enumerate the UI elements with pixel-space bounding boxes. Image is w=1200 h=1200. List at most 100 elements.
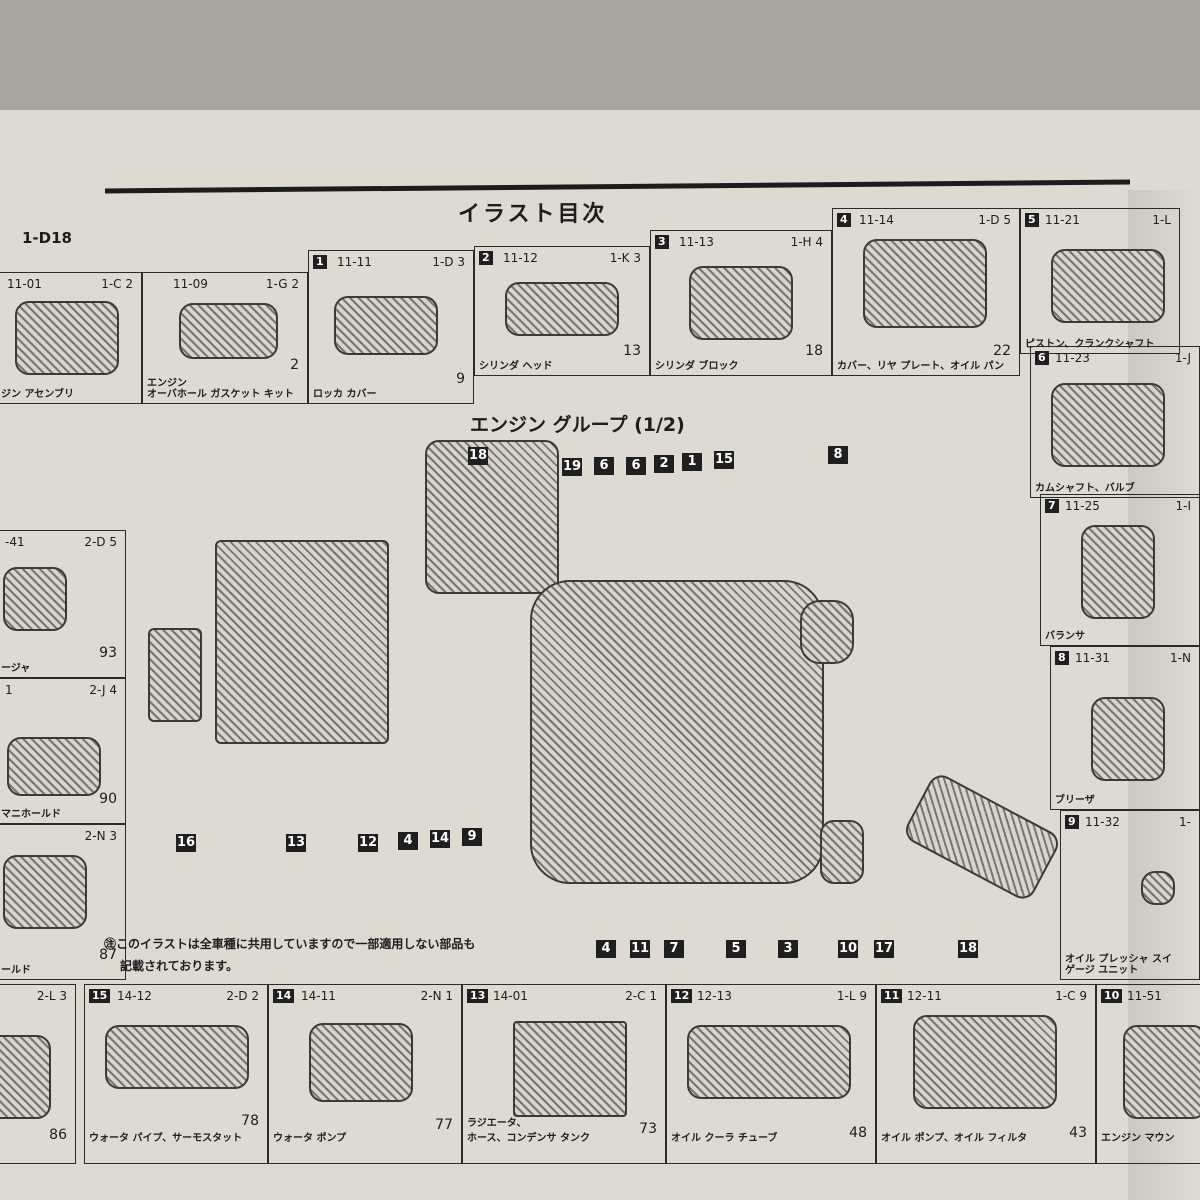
callout-label: 9 <box>462 828 482 846</box>
manifold-illustration <box>425 440 559 594</box>
cell-caption: ールド <box>1 965 31 976</box>
callout-badge: 12 <box>671 989 693 1003</box>
breather-tank-illustration <box>800 600 854 664</box>
index-cell: 3 11-13 1-H 4 18 シリンダ ブロック <box>650 230 832 376</box>
oil-pump-illustration <box>913 1015 1057 1109</box>
grid-ref: 1-H 4 <box>790 235 823 249</box>
grid-ref: 2-N 1 <box>420 989 453 1003</box>
index-cell: 1 11-11 1-D 3 9 ロッカ カバー <box>308 250 474 404</box>
callout-badge: 9 <box>1065 815 1079 829</box>
turbocharger-illustration <box>3 567 67 631</box>
callout-badge: 11 <box>881 989 903 1003</box>
callout-badge: 3 <box>655 235 669 249</box>
callout-badge: 1 <box>313 255 327 269</box>
index-cell: -41 2-D 5 93 ージャ <box>0 530 126 678</box>
engine-mount-illustration <box>820 820 864 884</box>
page-number: 90 <box>99 791 117 807</box>
cylinder-head-illustration <box>505 282 619 336</box>
cell-caption: ウォータ パイプ、サーモスタット <box>89 1133 243 1144</box>
footnote-line: ㊟このイラストは全車種に共用していますので一部適用しない部品も <box>104 937 476 951</box>
index-cell: 2 11-12 1-K 3 13 シリンダ ヘッド <box>474 246 650 376</box>
grid-ref: 1- <box>1179 815 1191 829</box>
section-code: 11-21 <box>1045 213 1080 227</box>
page-number: 78 <box>241 1113 259 1129</box>
page-number: 86 <box>49 1127 67 1143</box>
callout-badge: 8 <box>1055 651 1069 665</box>
cell-caption: シリンダ ヘッド <box>479 361 553 372</box>
cell-caption: オーバホール ガスケット キット <box>147 389 294 400</box>
index-cell: 8 11-31 1-N ブリーザ <box>1050 646 1200 810</box>
oil-pan-illustration <box>863 239 987 328</box>
grid-ref: 1-N <box>1170 651 1191 665</box>
section-code: 1 <box>5 683 13 697</box>
cooler-illustration <box>0 1035 51 1119</box>
grid-ref: 1-G 2 <box>265 277 299 291</box>
cell-caption: シリンダ ブロック <box>655 361 739 372</box>
callout-label: 1 <box>682 453 702 471</box>
index-cell: 14 14-11 2-N 1 77 ウォータ ポンプ <box>268 984 462 1164</box>
index-cell: 11-01 1-C 2 ジン アセンブリ <box>0 272 142 404</box>
index-cell: 1 2-J 4 90 マニホールド <box>0 678 126 824</box>
cell-caption: カバー、リヤ プレート、オイル パン <box>837 361 1005 372</box>
index-cell: 5 11-21 1-L ピストン、クランクシャフト <box>1020 208 1180 354</box>
radiator-illustration <box>215 540 389 744</box>
cell-caption: エンジン マウン <box>1101 1133 1175 1144</box>
cell-caption: カムシャフト、バルブ <box>1035 483 1135 494</box>
footnote-line: 記載されております。 <box>120 959 239 973</box>
page-number: 18 <box>805 343 823 359</box>
index-cell: 12 12-13 1-L 9 48 オイル クーラ チューブ <box>666 984 876 1164</box>
section-code: 12-13 <box>697 989 732 1003</box>
radiator-thumbnail <box>513 1021 627 1117</box>
page-number: 87 <box>99 947 117 963</box>
grid-ref: 2-D 5 <box>84 535 117 549</box>
oil-cooler-tube-illustration <box>687 1025 851 1099</box>
cell-caption: オイル クーラ チューブ <box>671 1133 778 1144</box>
section-code: 14-12 <box>117 989 152 1003</box>
section-code: 11-32 <box>1085 815 1120 829</box>
callout-label: 11 <box>630 940 650 958</box>
callout-label: 5 <box>726 940 746 958</box>
page-number: 9 <box>456 371 465 387</box>
callout-badge: 10 <box>1101 989 1123 1003</box>
callout-label: 12 <box>358 834 378 852</box>
callout-badge: 14 <box>273 989 295 1003</box>
cell-caption: ージャ <box>1 663 31 674</box>
cylinder-block-illustration <box>689 266 793 340</box>
crankshaft-illustration <box>1051 249 1165 323</box>
section-code: 14-01 <box>493 989 528 1003</box>
callout-badge: 2 <box>479 251 493 265</box>
callout-label: 2 <box>654 455 674 473</box>
engine-mount-thumbnail <box>1123 1025 1200 1119</box>
index-cell: 15 14-12 2-D 2 78 ウォータ パイプ、サーモスタット <box>84 984 268 1164</box>
grid-ref: 1-L <box>1152 213 1171 227</box>
section-code: 11-13 <box>679 235 714 249</box>
callout-badge: 5 <box>1025 213 1039 227</box>
grid-ref: 1-J <box>1174 351 1191 365</box>
gasket-kit-illustration <box>179 303 278 359</box>
rocker-cover-illustration <box>334 296 438 355</box>
callout-badge: 15 <box>89 989 111 1003</box>
grid-ref: 2-N 3 <box>84 829 117 843</box>
callout-label: 19 <box>562 458 582 476</box>
page-number: 93 <box>99 645 117 661</box>
callout-label: 13 <box>286 834 306 852</box>
page-code: 1-D18 <box>22 229 72 247</box>
callout-label: 14 <box>430 830 450 848</box>
section-code: 11-09 <box>173 277 208 291</box>
cell-caption: ジン アセンブリ <box>1 389 74 400</box>
callout-label: 4 <box>398 832 418 850</box>
section-code: 11-12 <box>503 251 538 265</box>
page-number: 48 <box>849 1125 867 1141</box>
index-cell: 2-N 3 87 ールド <box>0 824 126 980</box>
page-number: 2 <box>290 357 299 373</box>
cell-caption: ラジエータ、 <box>467 1118 527 1129</box>
footnote: ㊟このイラストは全車種に共用していますので一部適用しない部品も 記載されておりま… <box>104 933 475 977</box>
callout-label: 6 <box>594 457 614 475</box>
balancer-illustration <box>1081 525 1155 619</box>
callout-label: 3 <box>778 940 798 958</box>
breather-illustration <box>1091 697 1165 781</box>
engine-assembly-illustration <box>15 301 119 375</box>
index-cell: 9 11-32 1- オイル プレッシャ スイ ゲージ ユニット <box>1060 810 1200 980</box>
grid-ref: 1-K 3 <box>609 251 641 265</box>
cell-caption: エンジン <box>147 378 187 389</box>
